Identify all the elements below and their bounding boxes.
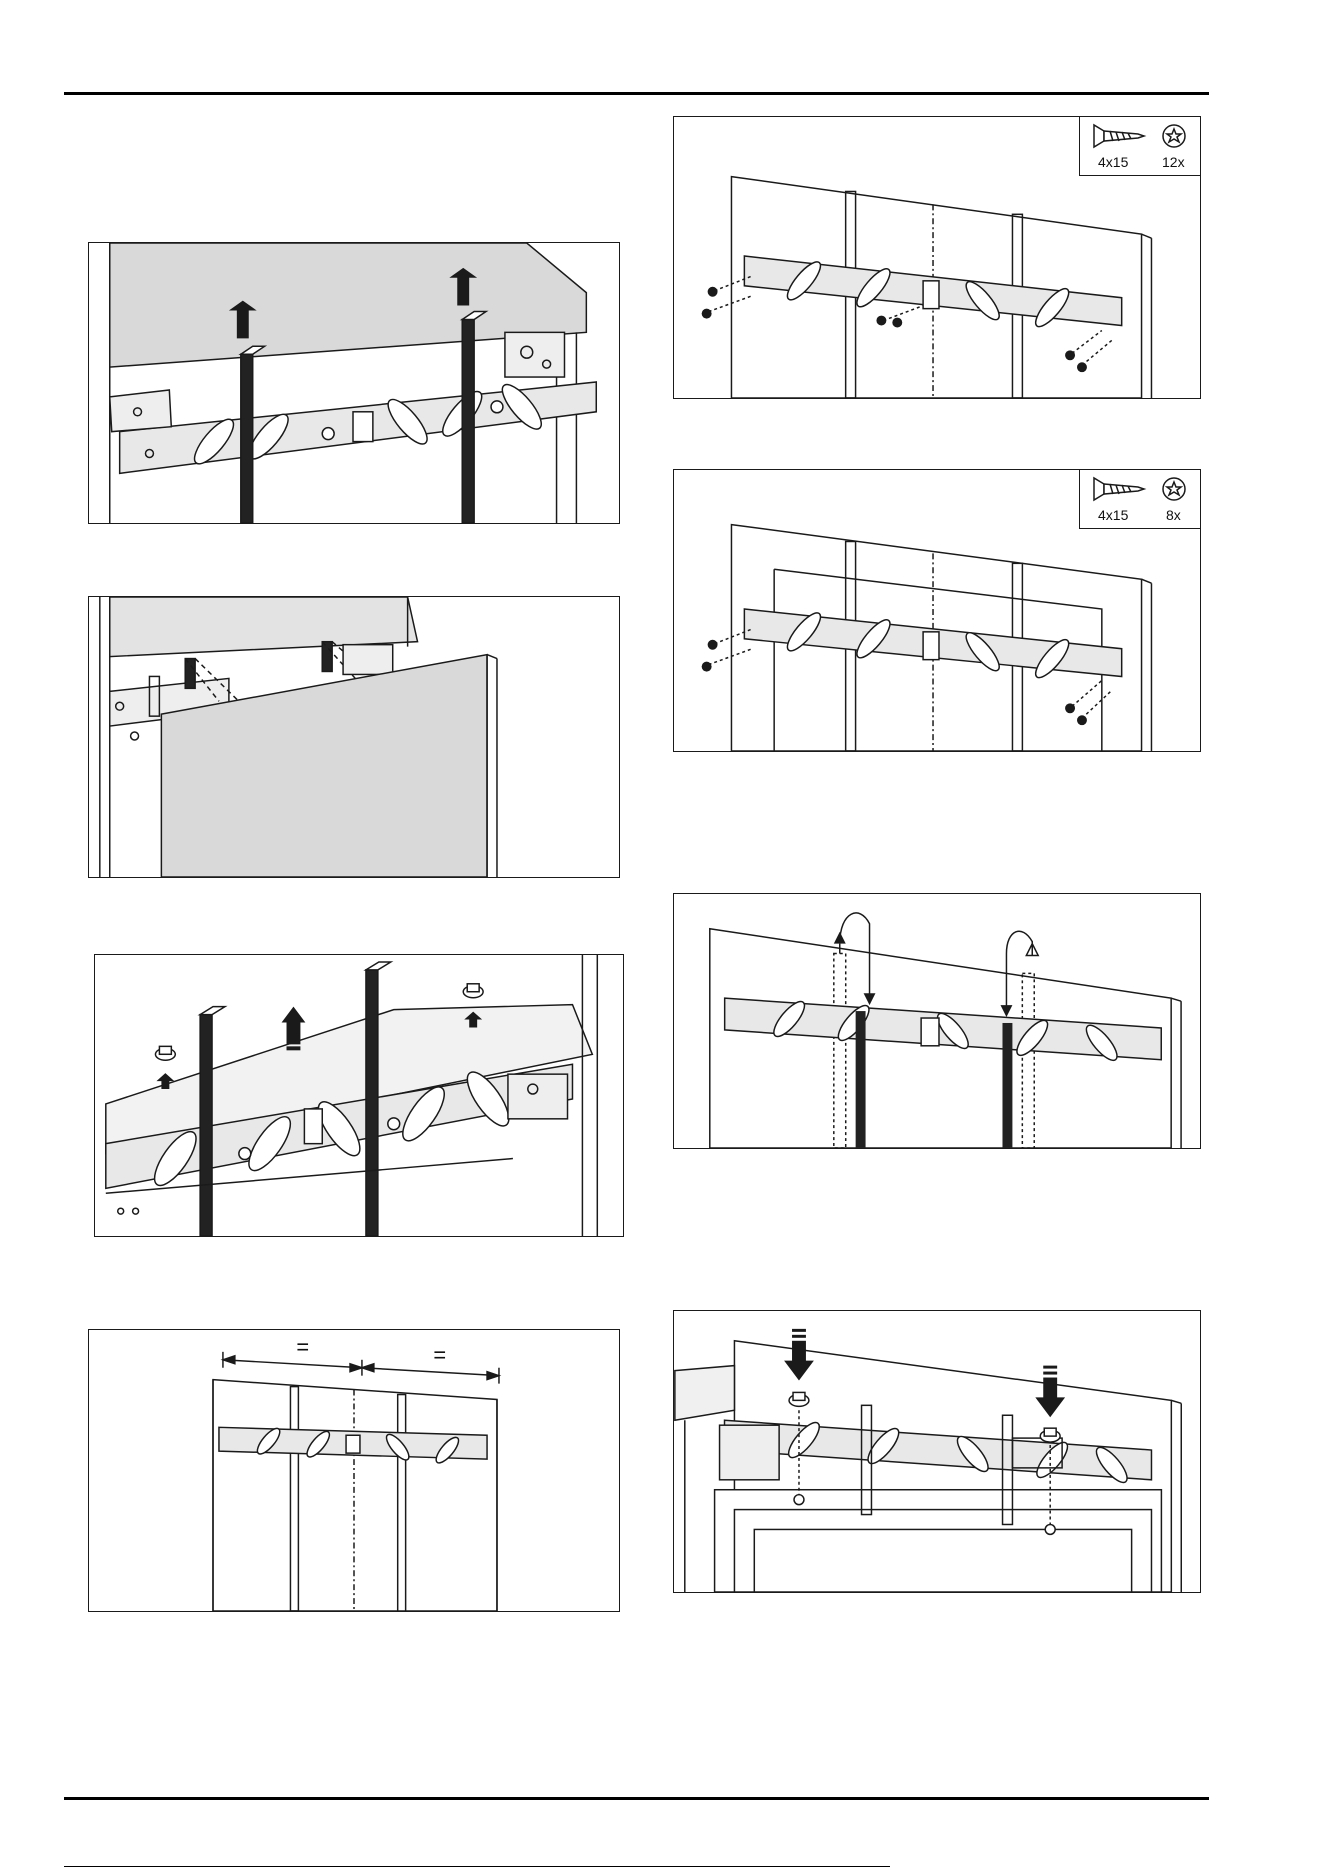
figure-5-screw-bracket: 4x15 12x (673, 116, 1201, 399)
figure-3-bracket-lift (94, 954, 624, 1237)
screw-size-label: 4x15 (1098, 155, 1128, 169)
figure-3-drawing (95, 955, 623, 1236)
figure-1-drawing (89, 243, 619, 523)
figure-8-nut-fastening (673, 1310, 1201, 1593)
screw-count-label: 12x (1162, 155, 1185, 169)
screw-count-label: 8x (1166, 508, 1181, 522)
nut-icon (463, 984, 483, 998)
figure-7-rail-reposition (673, 893, 1201, 1149)
figure-1-bracket-removal (88, 242, 620, 524)
footer-hairline (64, 1866, 890, 1867)
figure-7-drawing (674, 894, 1200, 1148)
screw-spec-box: 4x15 12x (1079, 117, 1200, 176)
figure-8-drawing (674, 1311, 1200, 1592)
figure-6-screw-bracket: 4x15 8x (673, 469, 1201, 752)
screw-size-label: 4x15 (1098, 508, 1128, 522)
nut-icon (155, 1046, 175, 1060)
figure-4-centering: = = (88, 1329, 620, 1612)
figure-4-drawing: = = (89, 1330, 619, 1611)
equal-sign-right: = (433, 1342, 446, 1367)
figure-2-door-panel (88, 596, 620, 878)
equal-sign-left: = (296, 1334, 309, 1359)
bottom-rule (64, 1797, 1209, 1800)
top-rule (64, 92, 1209, 95)
figure-2-drawing (89, 597, 619, 877)
screw-spec-box: 4x15 8x (1079, 470, 1200, 529)
